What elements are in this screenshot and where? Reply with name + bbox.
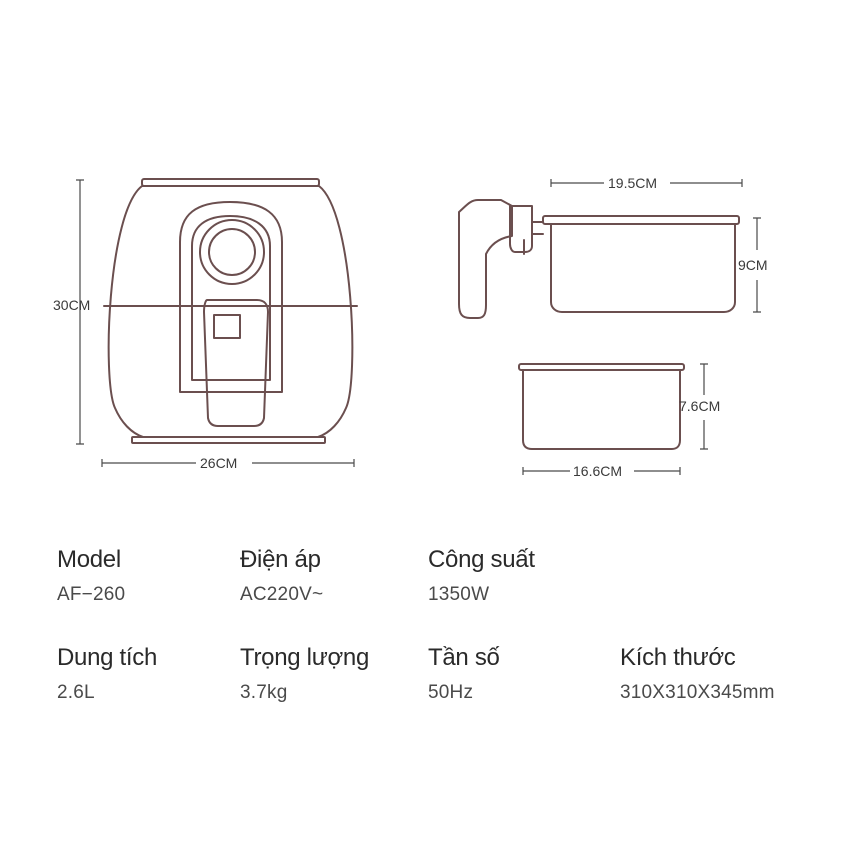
spec-value: 3.7kg bbox=[240, 682, 288, 703]
spec-model: Model AF−260 bbox=[57, 546, 125, 606]
spec-voltage: Điện áp AC220V~ bbox=[240, 546, 323, 606]
spec-label: Dung tích bbox=[57, 644, 158, 671]
inner-pot-outline bbox=[518, 363, 685, 450]
dimension-line-height-7-6 bbox=[700, 363, 708, 450]
diameter-16-6cm-label: 16.6CM bbox=[573, 463, 622, 479]
spec-label: Model bbox=[57, 546, 121, 573]
spec-label: Công suất bbox=[428, 546, 535, 573]
spec-size: Kích thước 310X310X345mm bbox=[620, 644, 775, 704]
spec-label: Điện áp bbox=[240, 546, 321, 573]
spec-power: Công suất 1350W bbox=[428, 546, 535, 606]
spec-value: 310X310X345mm bbox=[620, 682, 775, 703]
air-fryer-front-outline bbox=[103, 178, 358, 444]
spec-value: 1350W bbox=[428, 584, 490, 605]
height-30cm-label: 30CM bbox=[53, 297, 90, 313]
spec-value: 2.6L bbox=[57, 682, 95, 703]
dimension-line-diameter-16-6 bbox=[522, 467, 681, 475]
spec-value: AC220V~ bbox=[240, 584, 324, 605]
dimension-line-height-30 bbox=[76, 179, 84, 445]
spec-capacity: Dung tích 2.6L bbox=[57, 644, 157, 704]
spec-label: Trọng lượng bbox=[240, 644, 370, 671]
dimension-line-length-19-5 bbox=[550, 179, 743, 187]
width-26cm-label: 26CM bbox=[200, 455, 237, 471]
dimension-line-height-9 bbox=[753, 217, 761, 313]
spec-label: Kích thước bbox=[620, 644, 736, 671]
spec-value: 50Hz bbox=[428, 682, 474, 703]
spec-weight: Trọng lượng 3.7kg bbox=[240, 644, 369, 704]
basket-with-handle-outline bbox=[458, 199, 740, 319]
spec-label: Tần số bbox=[428, 644, 500, 671]
height-9cm-label: 9CM bbox=[738, 257, 768, 273]
dimension-line-width-26 bbox=[101, 459, 355, 467]
height-7-6cm-label: 7.6CM bbox=[679, 398, 720, 414]
length-19-5cm-label: 19.5CM bbox=[608, 175, 657, 191]
spec-frequency: Tần số 50Hz bbox=[428, 644, 500, 704]
spec-value: AF−260 bbox=[57, 584, 126, 605]
